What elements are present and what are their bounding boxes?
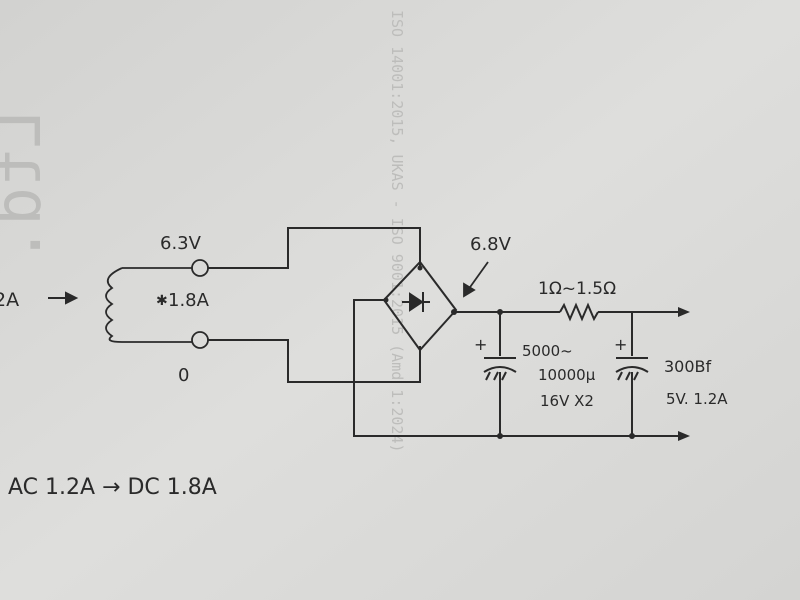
conversion-note: AC 1.2A → DC 1.8A bbox=[8, 475, 217, 500]
cap2-value-label: 300Bf bbox=[664, 357, 712, 376]
bleed-side-text: ISO 14001:2015, UKAS - ISO 9001:2015 (Am… bbox=[388, 10, 406, 453]
capacitor-2 bbox=[615, 357, 649, 381]
cap1-rating-label: 16V X2 bbox=[540, 392, 594, 410]
bridge-voltage-label: 6.8V bbox=[470, 234, 512, 255]
capacitor-1 bbox=[483, 357, 517, 381]
cap1-value-label: 5000~ bbox=[522, 342, 573, 360]
secondary-voltage-label: 6.3V bbox=[160, 233, 202, 254]
resistor-label: 1Ω~1.5Ω bbox=[538, 279, 616, 299]
wires bbox=[208, 227, 680, 437]
cap2-plus: + bbox=[614, 335, 627, 354]
output-arrow-top bbox=[678, 307, 690, 317]
resistor-symbol bbox=[559, 302, 599, 322]
cap2-rating-label: 5V. 1.2A bbox=[666, 390, 728, 408]
star-mark: ✱ bbox=[156, 293, 168, 309]
transformer-coil bbox=[105, 267, 192, 343]
cap1-value2-label: 10000μ bbox=[538, 366, 596, 384]
bleed-top-text: Ltd. bbox=[0, 110, 56, 264]
primary-arrow bbox=[48, 291, 79, 305]
zero-tap-label: 0 bbox=[178, 365, 189, 386]
cap1-plus: + bbox=[474, 335, 487, 354]
secondary-current-label: 1.8A bbox=[168, 290, 210, 311]
bridge-rectifier bbox=[382, 260, 458, 352]
output-arrow-bottom bbox=[678, 431, 690, 441]
primary-current-label: 2A bbox=[0, 289, 19, 311]
voltage-pointer-arrow bbox=[463, 261, 489, 298]
